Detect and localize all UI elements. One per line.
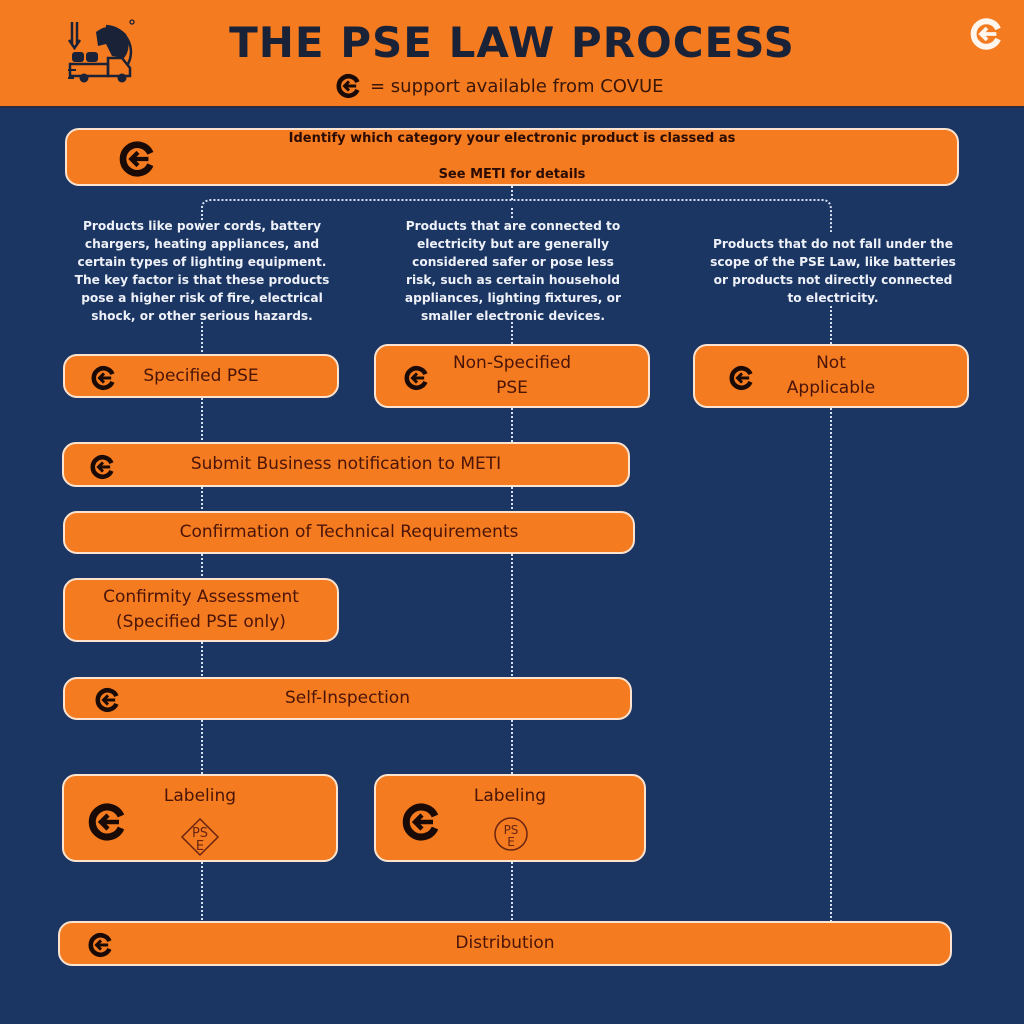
step-labeling-specified[interactable]: Labeling PS E <box>62 774 338 862</box>
covue-e-icon <box>91 366 115 390</box>
step-distribution[interactable]: Distribution <box>58 921 952 966</box>
step-label: Confirmity Assessment (Specified PSE onl… <box>103 587 299 632</box>
pse-mark-text-bottom: E <box>196 839 204 854</box>
identify-line-2: See METI for details <box>438 167 586 182</box>
page-title: THE PSE LAW PROCESS <box>229 18 795 67</box>
step-conformity-assessment[interactable]: Confirmity Assessment (Specified PSE onl… <box>63 578 339 642</box>
covue-e-icon <box>729 366 753 390</box>
category-label: Non-Specified PSE <box>452 353 572 398</box>
description-specified: Products like power cords, battery charg… <box>74 219 330 323</box>
covue-e-icon <box>95 688 119 712</box>
legend: = support available from COVUE <box>336 72 664 100</box>
pse-diamond-mark-icon: PS E <box>180 817 220 857</box>
global-shipping-truck-icon <box>68 19 135 83</box>
step-label: Submit Business notification to METI <box>190 454 502 474</box>
step-label: Confirmation of Technical Requirements <box>179 522 519 542</box>
pse-mark-text-bottom: E <box>507 835 515 849</box>
description-non-specified: Products that are connected to electrici… <box>404 219 622 323</box>
identify-text: Identify which category your electronic … <box>289 112 736 202</box>
covue-e-icon <box>119 141 154 177</box>
step-identify-category[interactable]: Identify which category your electronic … <box>65 128 959 186</box>
identify-line-1: Identify which category your electronic … <box>288 131 736 146</box>
covue-e-icon <box>90 455 114 479</box>
step-business-notification[interactable]: Submit Business notification to METI <box>62 442 630 487</box>
covue-e-icon <box>402 803 439 841</box>
step-self-inspection[interactable]: Self-Inspection <box>63 677 632 720</box>
category-not-applicable[interactable]: Not Applicable <box>693 344 969 408</box>
pse-mark-text-top: PS <box>504 823 519 837</box>
header-banner: THE PSE LAW PROCESS = support available … <box>0 0 1024 108</box>
covue-e-icon <box>88 933 112 957</box>
description-not-applicable: Products that do not fall under the scop… <box>710 237 956 305</box>
category-label: Specified PSE <box>143 365 259 386</box>
step-technical-requirements[interactable]: Confirmation of Technical Requirements <box>63 511 635 554</box>
covue-logo-icon[interactable] <box>970 17 1004 51</box>
step-label: Distribution <box>455 933 555 953</box>
step-labeling-non-specified[interactable]: Labeling PS E <box>374 774 646 862</box>
step-label: Labeling <box>473 786 547 806</box>
category-label: Not Applicable <box>786 353 876 398</box>
pse-mark-text-top: PS <box>192 826 208 841</box>
category-specified-pse[interactable]: Specified PSE <box>63 354 339 398</box>
covue-e-icon <box>404 366 428 390</box>
legend-text: = support available from COVUE <box>370 75 664 97</box>
step-label: Labeling <box>163 786 237 806</box>
covue-e-icon <box>336 74 360 98</box>
step-label: Self-Inspection <box>285 688 410 708</box>
category-non-specified-pse[interactable]: Non-Specified PSE <box>374 344 650 408</box>
pse-circle-mark-icon: PS E <box>494 817 528 851</box>
covue-e-icon <box>88 803 125 841</box>
